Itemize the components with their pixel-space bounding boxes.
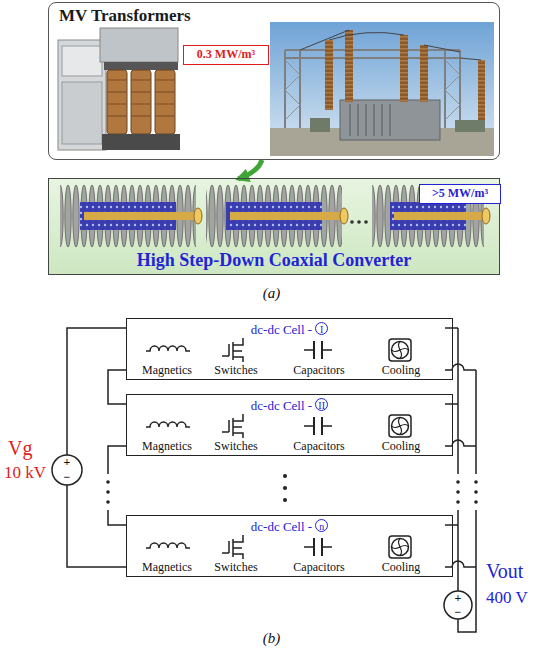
circuit-label: − [60,470,74,484]
circuit-label: 10 kV [4,463,46,483]
part-label: Magnetics [122,439,212,453]
part-label: Capacitors [274,560,364,574]
part-label: Switches [191,439,281,453]
converter-panel: High Step-Down Coaxial Converter >5 MW/m³ [48,178,500,275]
part-label: Capacitors [274,363,364,377]
part-label: Switches [191,560,281,574]
part-label: Cooling [356,560,446,574]
circuit-wires [52,328,476,632]
part-label: Magnetics [122,363,212,377]
converter-title: High Step-Down Coaxial Converter [49,250,499,271]
subfigure-label: (a) [0,285,543,302]
circuit-label: 400 V [486,588,528,608]
part-label: Cooling [356,363,446,377]
panel-title: MV Transformers [59,6,191,26]
circuit-label: − [451,605,465,619]
circuit-label: Vout [486,560,523,583]
circuit-label: + [60,455,74,469]
density-value: 0.3 MW/m³ [184,47,268,62]
switchgear-picture [58,28,180,150]
part-label: Capacitors [274,439,364,453]
cell-number: II [315,398,328,411]
part-label: Cooling [356,439,446,453]
cell-heading: dc-dc Cell -I [127,320,452,338]
circuit-label: + [451,591,465,605]
substation-photo [270,22,494,156]
green-band-fill [48,178,500,275]
cell-name: dc-dc Cell - [251,519,312,534]
continuation-dots [106,474,478,504]
cell-heading: dc-dc Cell -n [127,517,452,535]
subfigure-label: (b) [0,630,543,647]
density-tag: 0.3 MW/m³ [183,45,269,65]
dc-dc-cell: dc-dc Cell -IMagneticsSwitchesCapacitors… [126,318,453,380]
part-label: Magnetics [122,560,212,574]
dc-dc-cell: dc-dc Cell -nMagneticsSwitchesCapacitors… [126,515,453,577]
dc-dc-cell: dc-dc Cell -IIMagneticsSwitchesCapacitor… [126,394,453,456]
density-tag: >5 MW/m³ [419,184,501,204]
part-label: Switches [191,363,281,377]
circuit-label: Vg [8,437,32,460]
density-value: >5 MW/m³ [420,186,500,201]
series-wire [108,370,126,404]
cell-heading: dc-dc Cell -II [127,396,452,414]
cell-name: dc-dc Cell - [251,322,312,337]
cell-number: I [315,322,328,335]
cell-name: dc-dc Cell - [251,398,312,413]
picture-panel: MV Transformers 0.3 MW/m³ [48,2,500,160]
flow-arrow [238,160,262,179]
cell-number: n [315,519,328,532]
